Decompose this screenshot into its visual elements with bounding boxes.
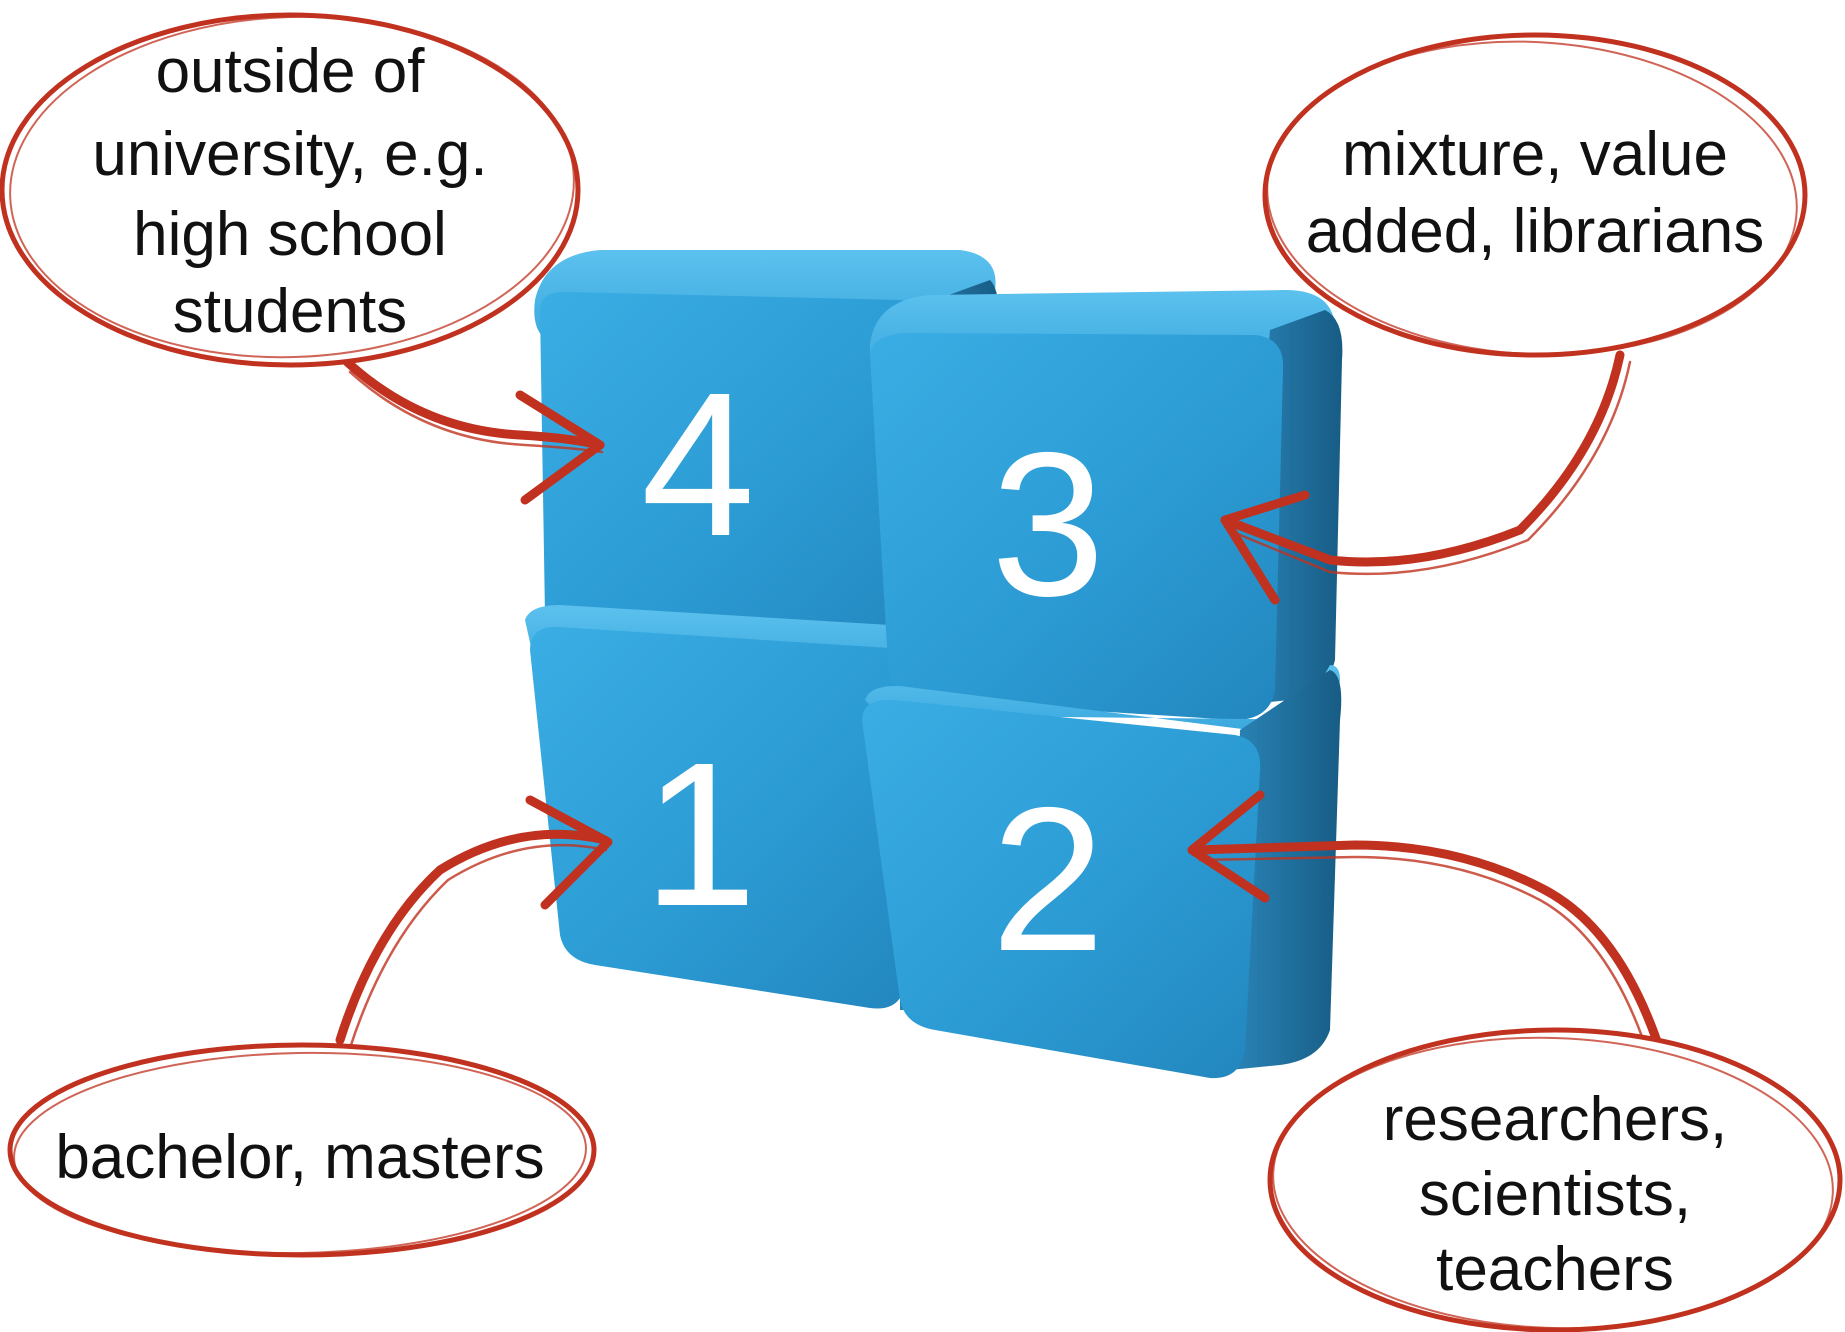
cube-1 <box>525 605 944 1010</box>
callout-top-left-ellipse <box>0 12 581 368</box>
callout-bottom-left-line-1: bachelor, masters <box>55 1123 544 1192</box>
callout-top-left-line-2: university, e.g. <box>92 120 487 189</box>
arrow-to-cube-2 <box>1187 790 1665 1062</box>
callout-bottom-right-line-2: scientists, <box>1419 1160 1691 1229</box>
callout-top-left-line-3: high school <box>133 200 447 269</box>
callout-bottom-right: researchers, scientists, teachers <box>1267 1027 1843 1332</box>
cube-2 <box>862 665 1342 1079</box>
callout-bottom-left-ellipse <box>7 1042 597 1258</box>
callout-bottom-right-ellipse <box>1267 1027 1843 1332</box>
callout-bottom-right-line-1: researchers, <box>1383 1085 1728 1154</box>
callout-bottom-left: bachelor, masters <box>7 1042 597 1258</box>
arrow-to-cube-1 <box>335 795 613 1050</box>
callout-top-right: mixture, value added, librarians <box>1262 32 1808 358</box>
cube-number-1: 1 <box>643 720 757 949</box>
cube-number-3: 3 <box>991 410 1105 639</box>
cube-number-2: 2 <box>991 765 1105 994</box>
callout-top-right-line-1: mixture, value <box>1342 120 1728 189</box>
arrow-to-cube-4 <box>340 355 605 505</box>
callout-top-left-line-4: students <box>173 277 407 346</box>
cube-3 <box>869 290 1343 720</box>
callout-top-left: outside of university, e.g. high school … <box>0 12 581 368</box>
callout-bottom-right-line-3: teachers <box>1436 1235 1674 1304</box>
arrow-to-cube-3 <box>1220 350 1632 605</box>
callout-top-left-line-1: outside of <box>156 37 426 106</box>
callout-top-right-line-2: added, librarians <box>1306 197 1764 266</box>
cube-number-4: 4 <box>641 350 755 579</box>
callout-top-right-ellipse <box>1262 32 1808 358</box>
